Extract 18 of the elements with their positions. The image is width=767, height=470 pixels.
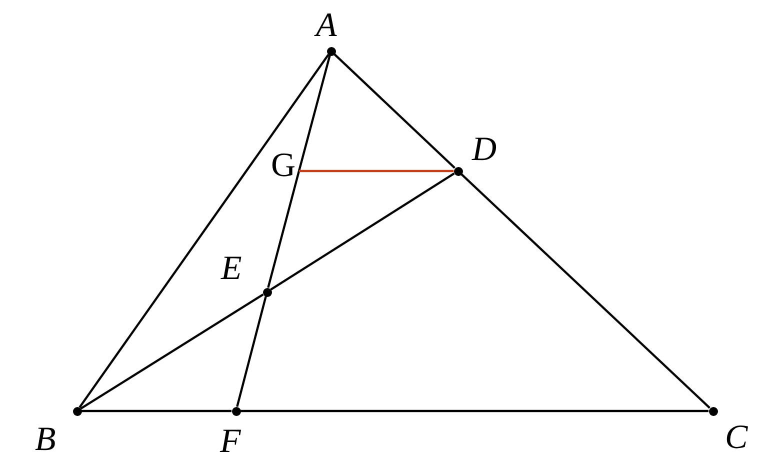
highlighted-segment [299,170,454,172]
line-segment [298,55,331,172]
line-segment [236,296,267,407]
line-segment [270,172,455,291]
point-label: E [221,252,242,286]
line-segment [82,410,232,412]
line-segment [80,293,264,410]
point-label: G [271,149,296,183]
point-label: D [472,133,497,167]
line-segment [240,410,708,412]
point-label: A [316,9,337,43]
line-segment [267,170,300,288]
point-label: B [35,423,56,457]
point-label: F [220,425,241,459]
line-segment [78,54,330,408]
line-segment [334,53,456,169]
point-label: C [725,421,748,455]
line-segment [460,173,710,409]
